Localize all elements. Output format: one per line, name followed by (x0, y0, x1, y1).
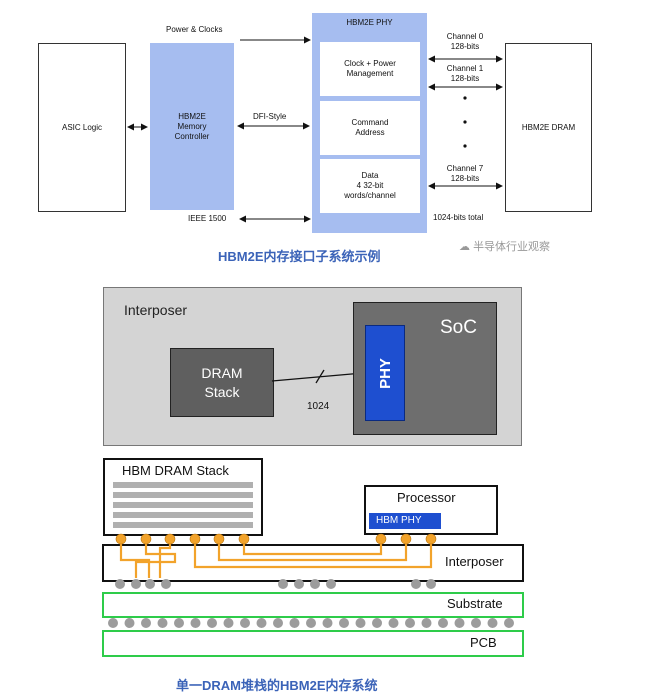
controller-line2: Memory (177, 121, 207, 131)
substrate-layer: Substrate (102, 592, 524, 618)
hbm-phy-box: HBM PHY (369, 513, 441, 529)
solder-ball (438, 618, 448, 628)
phy-label: PHY (376, 357, 394, 389)
channel-dot (463, 96, 467, 100)
interposer-layer-label: Interposer (445, 554, 504, 569)
power-clocks-label: Power & Clocks (166, 25, 223, 34)
command-address-box: Command Address (320, 101, 420, 155)
controller-line1: HBM2E (178, 111, 206, 121)
phy-box: PHY (365, 325, 405, 421)
data-line2: 4 32-bit (356, 181, 384, 190)
top-caption: HBM2E内存接口子系统示例 (218, 249, 381, 264)
solder-ball (289, 618, 300, 628)
solder-ball (421, 618, 432, 628)
phy-title: HBM2E PHY (346, 18, 393, 27)
hbm-phy-label: HBM PHY (376, 515, 422, 526)
interposer-title: Interposer (124, 302, 188, 318)
substrate-label: Substrate (447, 596, 503, 611)
solder-ball (174, 618, 184, 628)
channel-dot (463, 120, 467, 124)
bottom-caption: 单一DRAM堆栈的HBM2E内存系统 (176, 678, 378, 693)
dram-stack-line1: DRAM (201, 365, 243, 382)
solder-ball (240, 618, 250, 628)
data-line3: words/channel (344, 191, 396, 200)
watermark-icon: ☁ (459, 241, 474, 253)
channel1-label: Channel 1 128-bits (440, 64, 490, 84)
processor-label: Processor (397, 490, 456, 505)
clock-power-box: Clock + Power Management (320, 42, 420, 96)
dram-die (113, 492, 253, 498)
top-diagram: Power & Clocks ASIC Logic HBM2E Memory C… (0, 0, 652, 275)
solder-ball (141, 618, 151, 628)
bus-width-label: 1024 (307, 401, 330, 412)
hbm2e-dram-box: HBM2E DRAM (505, 43, 592, 212)
hbm-stack-title: HBM DRAM Stack (122, 463, 229, 478)
command-line1: Command (351, 118, 389, 127)
dram-die (113, 512, 253, 518)
command-line2: Address (355, 128, 385, 137)
solder-ball (207, 618, 217, 628)
solder-ball (108, 618, 118, 628)
asic-logic-box: ASIC Logic (38, 43, 126, 212)
interposer-top-view: Interposer DRAM Stack 1024 SoC PHY (103, 287, 522, 446)
channel7-bits: 128-bits (450, 174, 480, 183)
solder-ball (124, 618, 135, 628)
watermark: ☁ 半导体行业观察 (459, 238, 550, 254)
solder-ball (471, 618, 481, 628)
solder-ball (372, 618, 382, 628)
processor-box: Processor HBM PHY (364, 485, 498, 535)
dram-stack-box: DRAM Stack (170, 348, 274, 417)
memory-controller-box: HBM2E Memory Controller (150, 43, 234, 210)
hbm2e-phy-block: HBM2E PHY Clock + Power Management Comma… (312, 13, 427, 233)
solder-ball (405, 618, 415, 628)
dram-stack-line2: Stack (204, 383, 240, 400)
watermark-text: 半导体行业观察 (473, 241, 551, 253)
controller-line3: Controller (174, 131, 210, 141)
dram-die (113, 482, 253, 488)
solder-ball (223, 618, 234, 628)
channel0-bits: 128-bits (450, 42, 480, 51)
hbm2e-dram-label: HBM2E DRAM (521, 122, 576, 132)
solder-ball (487, 618, 498, 628)
channel7-name: Channel 7 (446, 164, 484, 173)
soc-label: SoC (440, 317, 477, 338)
solder-ball (339, 618, 349, 628)
top-arrows (127, 36, 503, 223)
pcb-label: PCB (470, 635, 497, 650)
channel7-label: Channel 7 128-bits (440, 164, 490, 184)
solder-ball (388, 618, 399, 628)
bus-line (271, 369, 364, 384)
solder-ball (306, 618, 316, 628)
ieee-1500-label: IEEE 1500 (188, 214, 227, 223)
solder-ball (355, 618, 366, 628)
clock-power-line1: Clock + Power (344, 59, 396, 68)
solder-ball (157, 618, 168, 628)
pcb-layer: PCB (102, 630, 524, 657)
cross-section: HBM DRAM Stack Processor HBM PHY Interpo… (0, 450, 652, 665)
channel1-name: Channel 1 (446, 64, 484, 73)
solder-ball (256, 618, 267, 628)
solder-ball (273, 618, 283, 628)
channel1-bits: 128-bits (450, 74, 480, 83)
dram-die (113, 502, 253, 508)
soc-box: SoC PHY (353, 302, 497, 435)
interposer-wiring (108, 533, 514, 628)
solder-ball (190, 618, 201, 628)
data-line1: Data (361, 171, 379, 180)
dram-die (113, 522, 253, 528)
channel0-name: Channel 0 (446, 32, 484, 41)
channel0-label: Channel 0 128-bits (440, 32, 490, 52)
data-box: Data 4 32-bit words/channel (320, 159, 420, 213)
total-bits-label: 1024-bits total (433, 213, 484, 222)
hbm-dram-stack: HBM DRAM Stack (103, 458, 263, 536)
solder-ball (322, 618, 333, 628)
clock-power-line2: Management (346, 69, 394, 78)
solder-ball (504, 618, 514, 628)
asic-logic-label: ASIC Logic (61, 122, 103, 132)
solder-ball (454, 618, 465, 628)
dfi-style-label: DFI-Style (253, 112, 287, 121)
channel-dot (463, 144, 467, 148)
